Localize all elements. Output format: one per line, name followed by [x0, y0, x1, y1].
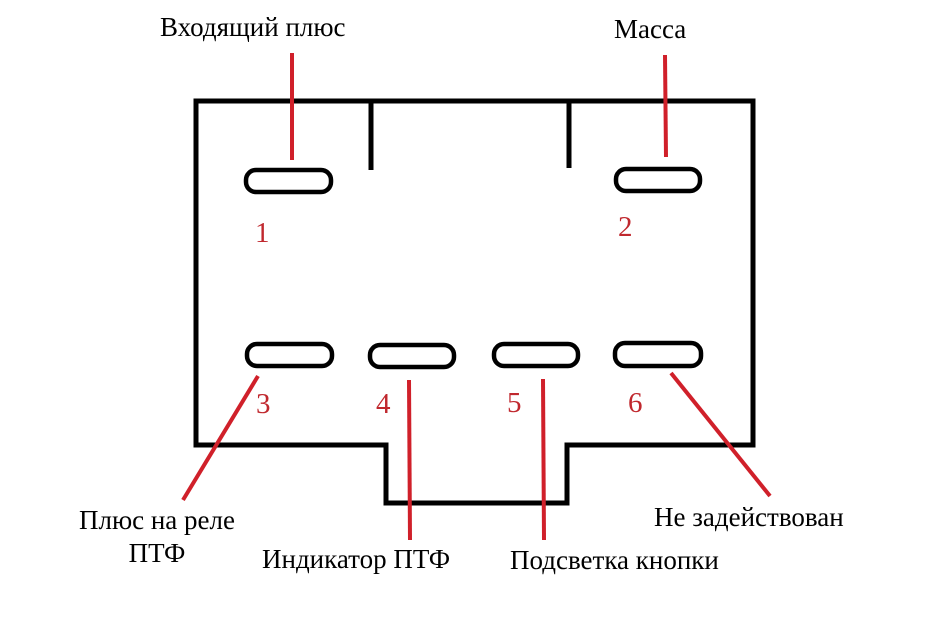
pin-number-2: 2: [618, 211, 633, 243]
connector-housing-outline: [193, 98, 756, 506]
pin-number-6: 6: [628, 387, 643, 419]
pin-label-4: Индикатор ПТФ: [262, 544, 451, 574]
pin-number-3: 3: [256, 388, 271, 420]
pin-slot-3: [244, 341, 335, 369]
pin-label-3-line-1: Плюс на реле: [78, 505, 235, 535]
pin-label-1: Входящий плюс: [160, 12, 346, 42]
leader-line-5: [541, 378, 546, 541]
leader-line-3: [181, 374, 260, 502]
pin-label-2: Масса: [614, 14, 687, 44]
pin-number-1: 1: [255, 217, 270, 249]
pin-slot-6: [612, 340, 704, 369]
pin-slot-4: [367, 342, 457, 370]
pin-slot-5: [491, 341, 581, 369]
pin-number-4: 4: [376, 388, 391, 420]
pin-slot-1: [243, 167, 334, 195]
leader-line-4: [407, 379, 412, 541]
leader-line-6: [669, 371, 772, 498]
pin-label-3-line-2: ПТФ: [128, 538, 186, 568]
pin-label-5: Подсветка кнопки: [510, 545, 719, 575]
pin-number-5: 5: [507, 387, 522, 419]
pin-slot-2: [613, 166, 703, 194]
pin-label-6: Не задействован: [654, 502, 844, 532]
leader-line-2: [663, 54, 668, 158]
